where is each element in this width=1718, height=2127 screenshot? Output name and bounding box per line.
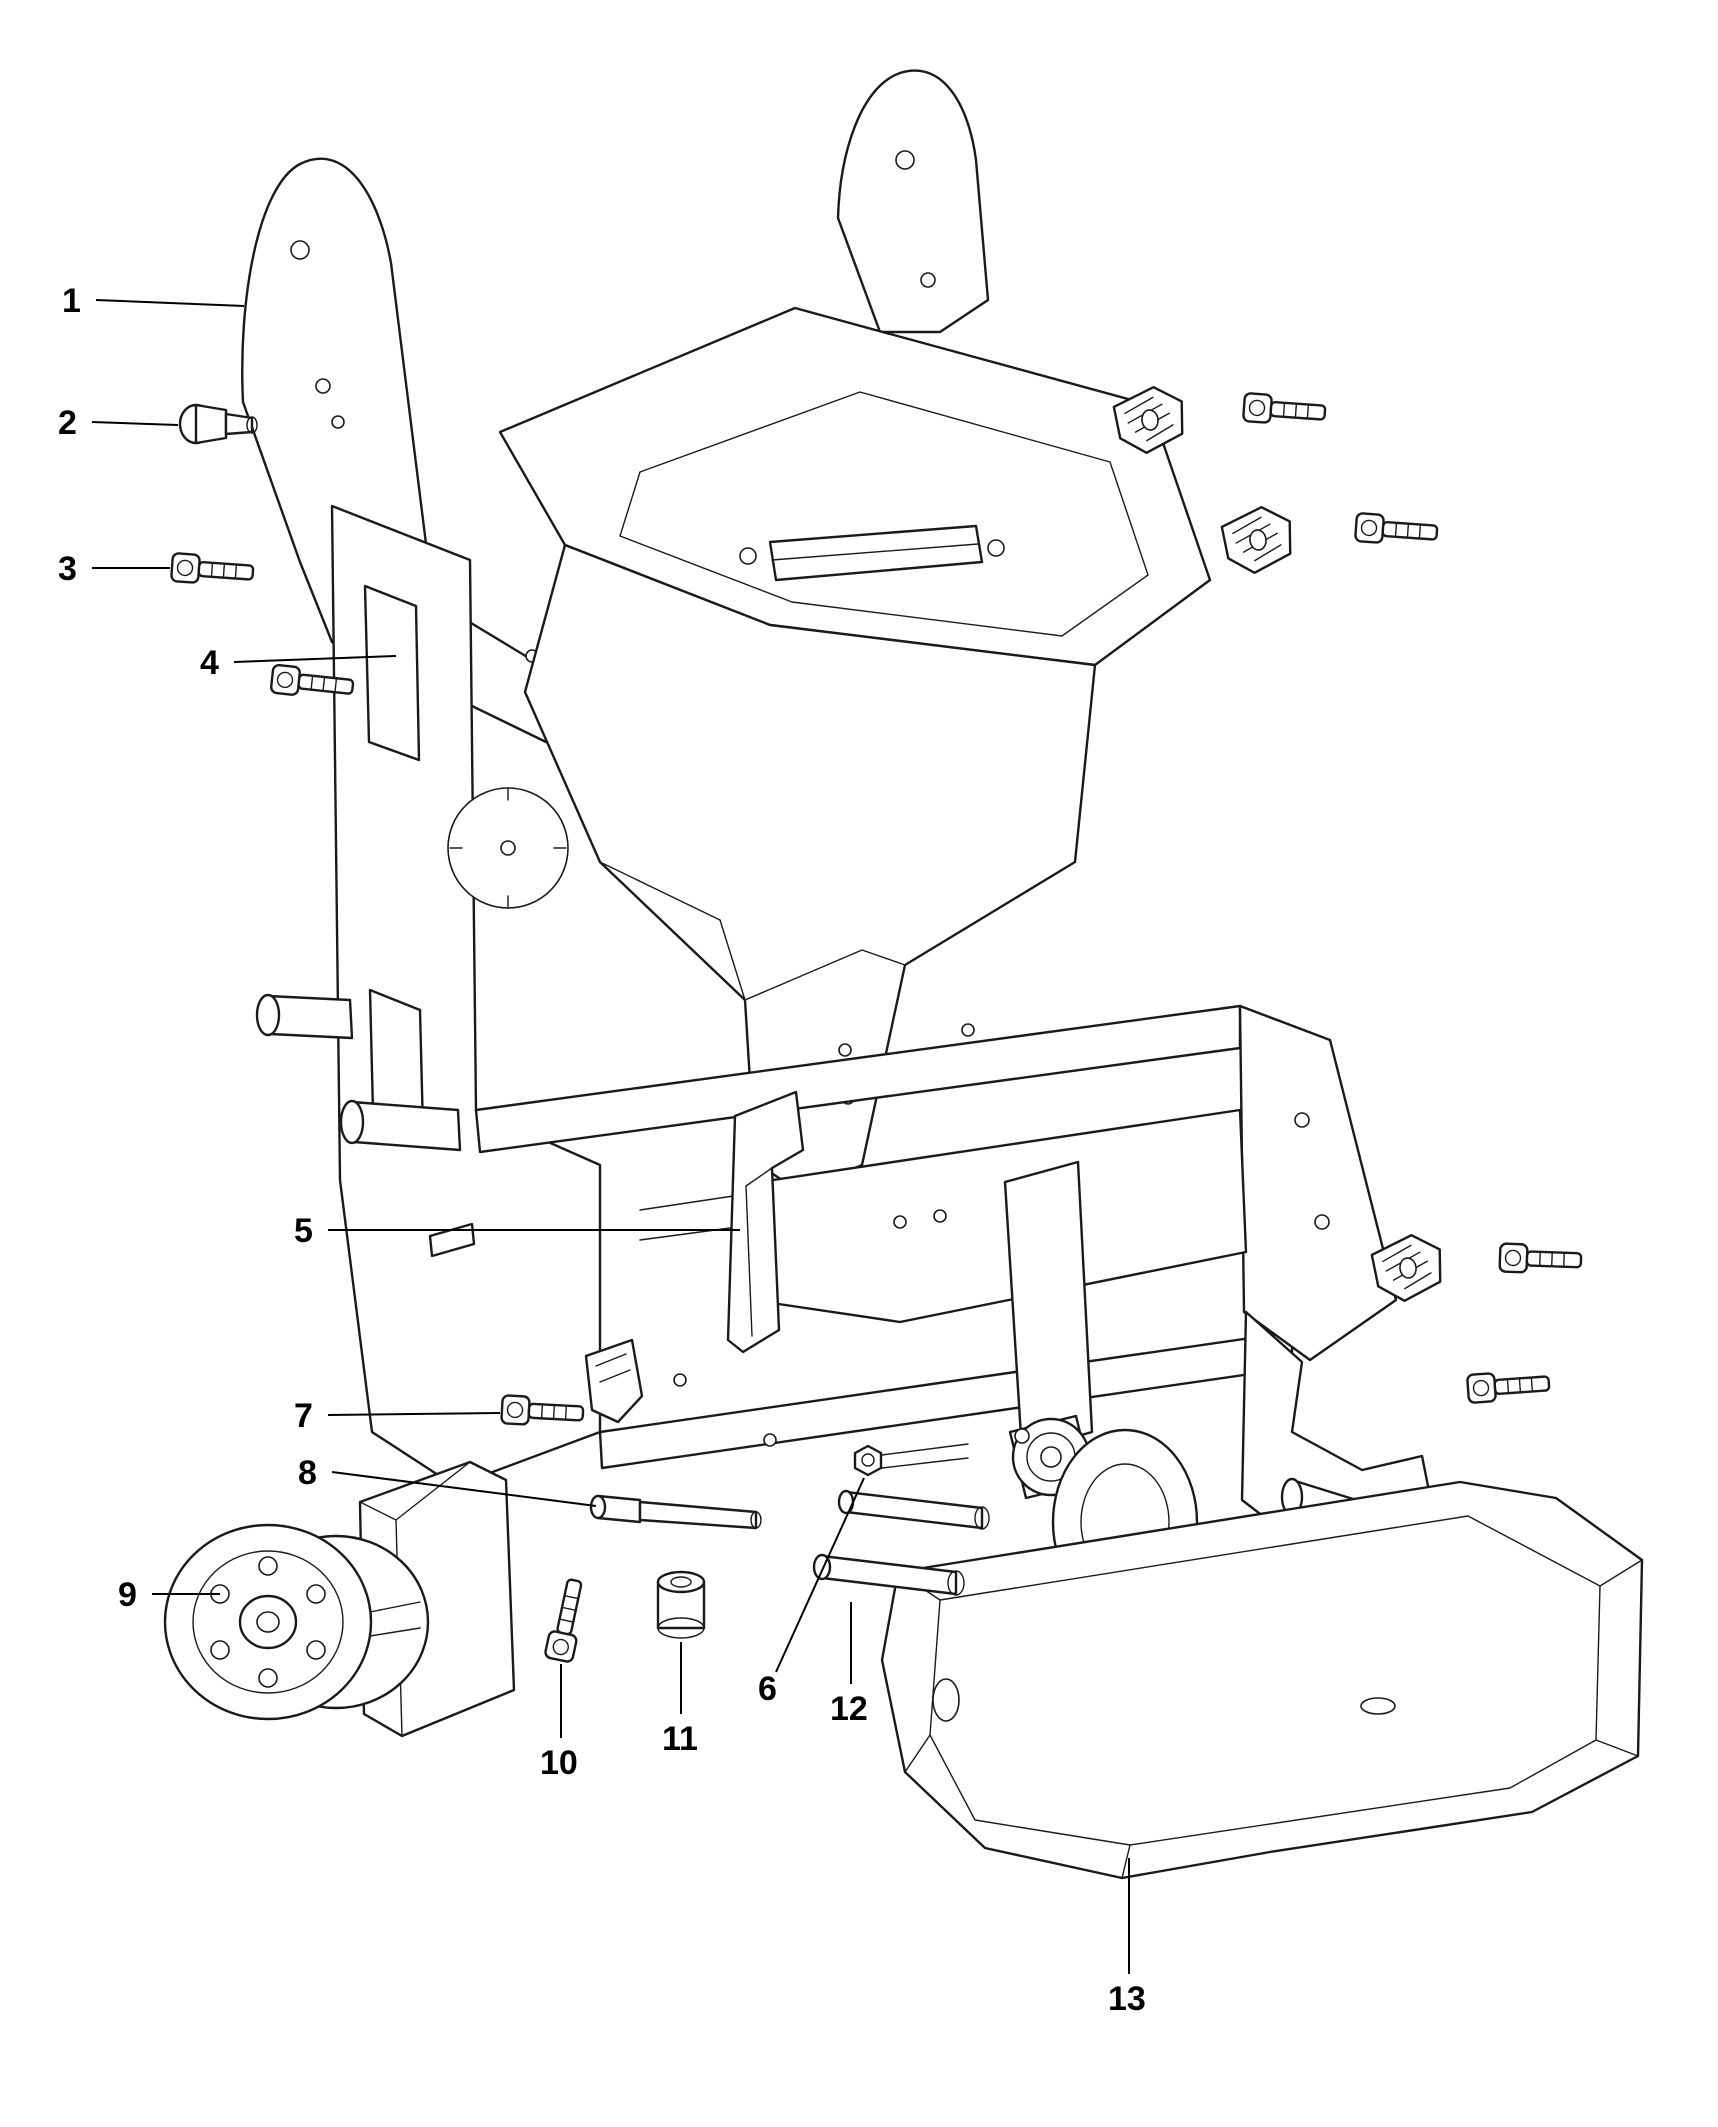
part-handle-frame-right	[836, 69, 990, 334]
part-bolt-low-right	[1498, 1242, 1583, 1276]
part-spacer-11	[656, 1570, 706, 1639]
callout-4-leader	[233, 655, 397, 663]
callout-6: 6	[758, 1670, 777, 1708]
callout-6-leader	[775, 1477, 865, 1673]
callout-1: 1	[62, 282, 81, 320]
callout-12: 12	[830, 1690, 868, 1728]
part-bracket-5	[726, 1090, 805, 1354]
callout-2: 2	[58, 404, 77, 442]
callout-9: 9	[118, 1576, 137, 1614]
part-bolt-10	[543, 1576, 590, 1664]
part-bolt-3	[169, 551, 256, 588]
part-plug-2	[178, 403, 258, 445]
callout-8-leader	[331, 1471, 597, 1507]
part-hood-shroud	[498, 306, 1212, 1194]
part-bolt-mid-right	[1353, 511, 1440, 548]
callouts: 1 2 3 4 5 6 7 8 9 10 11 12 13	[58, 282, 1146, 2018]
callout-4: 4	[200, 644, 219, 682]
callout-7: 7	[294, 1397, 313, 1435]
part-bolt-top-right	[1241, 391, 1328, 428]
part-bolt-frame-right	[1465, 1368, 1552, 1405]
part-chassis-frame	[474, 1004, 1398, 1470]
callout-8: 8	[298, 1454, 317, 1492]
part-pulley	[163, 1460, 516, 1738]
part-rubber-mount-mid	[1218, 502, 1298, 578]
part-mount-block-7	[584, 1338, 644, 1424]
part-handle-frame-left	[241, 157, 564, 744]
part-nut-6	[853, 1443, 969, 1477]
callout-1-leader	[95, 299, 245, 307]
callout-2-leader	[91, 421, 179, 426]
callout-10: 10	[540, 1744, 578, 1782]
part-side-plate-left	[255, 504, 602, 1488]
callout-5: 5	[294, 1212, 313, 1250]
part-base-pan	[880, 1480, 1644, 1880]
part-standoff-8	[589, 1494, 762, 1530]
callout-3: 3	[58, 550, 77, 588]
callout-7-leader	[327, 1412, 501, 1416]
callout-11: 11	[662, 1720, 698, 1758]
callout-13: 13	[1108, 1980, 1146, 2018]
